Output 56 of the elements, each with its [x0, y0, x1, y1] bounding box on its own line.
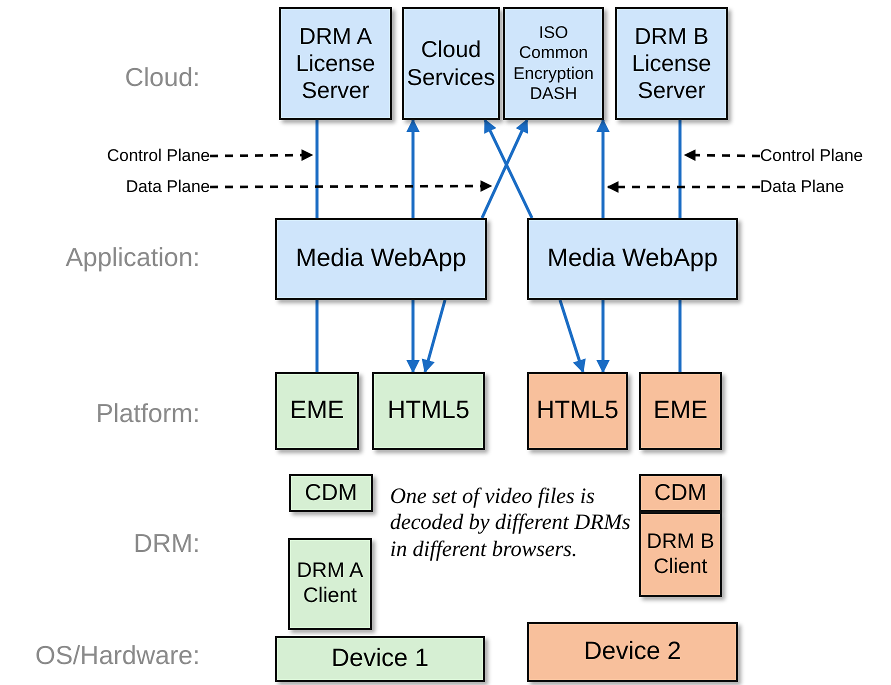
arrow — [684, 149, 760, 161]
arrow — [596, 300, 610, 374]
arrow — [406, 300, 420, 374]
plane-label: Control Plane — [760, 146, 891, 166]
component-box — [275, 636, 485, 682]
layer-label: DRM: — [132, 528, 200, 559]
box-label: DRM B License Server — [630, 22, 712, 104]
box-label: Media WebApp — [547, 244, 718, 274]
arrow — [210, 149, 314, 161]
box-label: ISO Common Encryption DASH — [512, 23, 595, 104]
connector-line — [678, 300, 682, 372]
box-label: Cloud Services — [406, 36, 496, 91]
note-text: One set of video files is decoded by different DRMs in different browsers. — [390, 483, 632, 562]
box-label: EME — [290, 396, 344, 426]
component-box — [527, 218, 738, 300]
component-box — [275, 218, 487, 300]
box-label: HTML5 — [536, 396, 618, 426]
connector-line — [316, 300, 318, 372]
arrow — [422, 300, 446, 374]
arrow — [606, 181, 760, 193]
component-box — [639, 474, 722, 512]
layer-label: Application: — [64, 242, 200, 273]
component-box — [639, 372, 722, 450]
box-label: Media WebApp — [296, 244, 466, 274]
component-box — [289, 474, 373, 512]
layer-label: Cloud: — [124, 62, 200, 93]
plane-label: Control Plane — [60, 146, 210, 166]
layer-label: Platform: — [94, 398, 200, 429]
component-box — [279, 7, 392, 120]
layer-label: OS/Hardware: — [34, 640, 200, 671]
component-box — [402, 7, 500, 120]
arrow — [558, 300, 586, 374]
component-box — [527, 372, 628, 450]
arrow — [210, 180, 492, 192]
arrow — [406, 118, 420, 218]
box-label: EME — [653, 396, 708, 426]
component-box — [639, 512, 722, 597]
component-box — [615, 7, 728, 120]
plane-label: Data Plane — [760, 177, 891, 197]
component-box — [288, 538, 372, 630]
component-box — [372, 372, 485, 450]
component-box — [275, 372, 359, 450]
box-label: DRM A Client — [296, 559, 364, 609]
connector-line — [316, 120, 318, 218]
component-box — [503, 7, 604, 120]
arrow — [596, 118, 610, 218]
plane-label: Data Plane — [60, 177, 210, 197]
connector-line — [678, 120, 682, 218]
box-label: CDM — [304, 479, 358, 507]
box-label: DRM B Client — [646, 530, 716, 580]
box-label: Device 2 — [584, 637, 682, 667]
box-label: HTML5 — [388, 396, 470, 426]
box-label: Device 1 — [331, 644, 429, 674]
box-label: DRM A License Server — [294, 22, 376, 104]
component-box — [527, 622, 738, 682]
box-label: CDM — [654, 479, 707, 507]
